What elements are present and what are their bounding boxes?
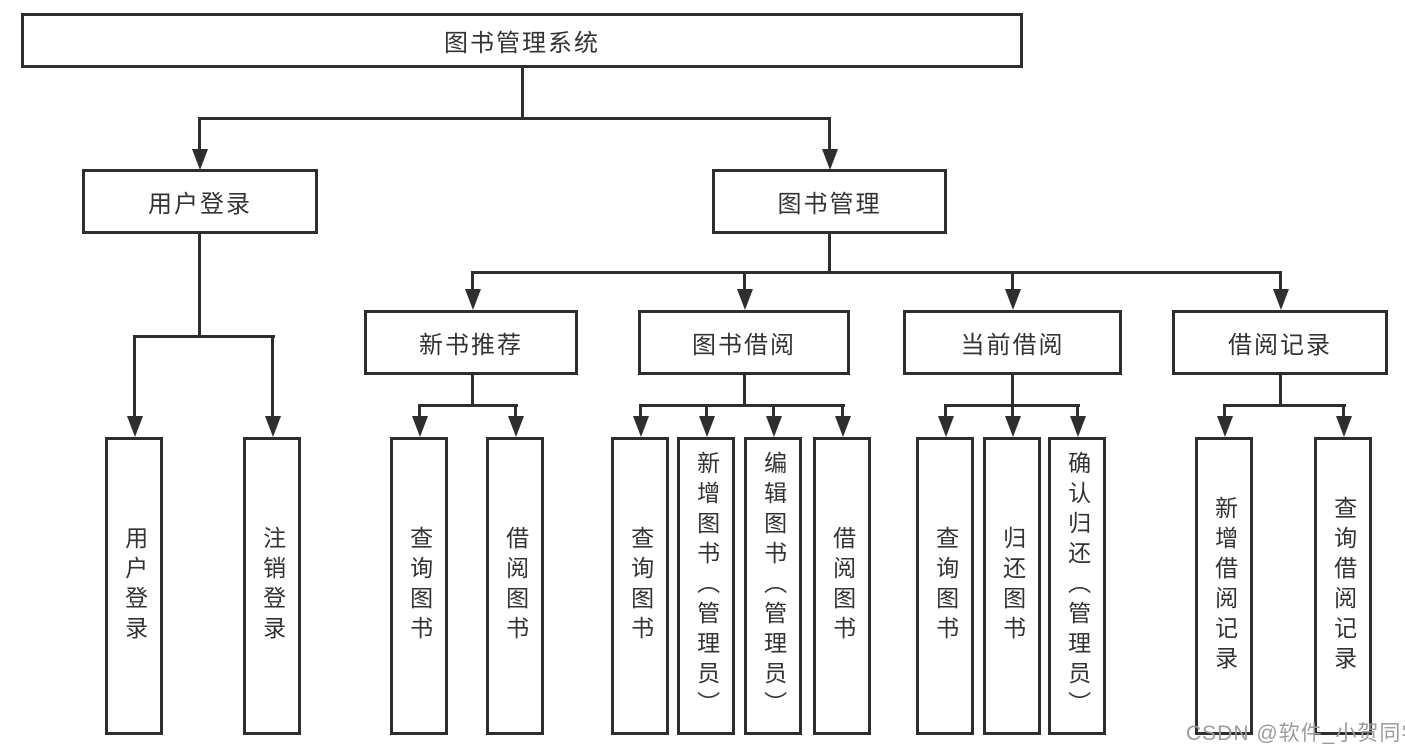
watermark-text: CSDN @软件_小贺同学 bbox=[1186, 722, 1405, 745]
arrow-down-icon bbox=[632, 405, 649, 437]
leaf-query-books-borrowing: 查询图书 bbox=[611, 437, 669, 735]
arrow-down-icon bbox=[1004, 405, 1021, 437]
arrow-down-icon bbox=[464, 272, 481, 310]
node-label: 图书管理系统 bbox=[444, 30, 600, 57]
arrow-down-icon bbox=[1216, 405, 1233, 437]
node-label: 图书借阅 bbox=[692, 332, 796, 359]
node-label: 用户登录 bbox=[148, 191, 252, 218]
node-label: 新书推荐 bbox=[419, 332, 523, 359]
arrow-down-icon bbox=[191, 118, 208, 170]
leaf-query-books-recommend: 查询图书 bbox=[390, 437, 448, 735]
leaf-label: 借阅图书 bbox=[829, 526, 856, 646]
leaf-label: 查询借阅记录 bbox=[1330, 496, 1357, 676]
arrow-down-icon bbox=[821, 118, 838, 170]
leaf-label: 新增借阅记录 bbox=[1211, 496, 1238, 676]
leaf-edit-books-admin: 编辑图书（管理员） bbox=[744, 437, 802, 735]
arrow-down-icon bbox=[937, 405, 954, 437]
leaf-label: 注销登录 bbox=[259, 526, 286, 646]
arrow-down-icon bbox=[1335, 405, 1352, 437]
leaf-label: 借阅图书 bbox=[502, 526, 529, 646]
node-new-book-recommendation: 新书推荐 bbox=[364, 310, 578, 375]
connector-new-book-rail bbox=[418, 404, 518, 407]
arrow-down-icon bbox=[834, 405, 851, 437]
leaf-label: 确认归还（管理员） bbox=[1064, 451, 1091, 721]
arrow-down-icon bbox=[1004, 272, 1021, 310]
leaf-borrow-books-borrowing: 借阅图书 bbox=[813, 437, 871, 735]
leaf-user-login: 用户登录 bbox=[105, 437, 163, 735]
node-label: 当前借阅 bbox=[960, 332, 1065, 359]
arrow-down-icon bbox=[126, 336, 143, 437]
leaf-query-borrow-record: 查询借阅记录 bbox=[1314, 437, 1372, 735]
node-borrowing-records: 借阅记录 bbox=[1172, 310, 1388, 375]
connector-user-login-rail bbox=[133, 335, 275, 338]
connector-new-book-stem bbox=[471, 373, 474, 405]
leaf-add-borrow-record: 新增借阅记录 bbox=[1195, 437, 1253, 735]
connector-book-management-stem bbox=[828, 231, 831, 272]
node-book-borrowing: 图书借阅 bbox=[638, 310, 850, 375]
leaf-confirm-return-admin: 确认归还（管理员） bbox=[1048, 437, 1106, 735]
leaf-label: 查询图书 bbox=[406, 526, 433, 646]
arrow-down-icon bbox=[1069, 405, 1086, 437]
leaf-label: 归还图书 bbox=[999, 526, 1026, 646]
leaf-query-books-current: 查询图书 bbox=[916, 437, 974, 735]
connector-root-stem bbox=[521, 66, 524, 118]
leaf-return-books: 归还图书 bbox=[983, 437, 1041, 735]
node-current-borrowing: 当前借阅 bbox=[903, 310, 1122, 375]
leaf-label: 查询图书 bbox=[932, 526, 959, 646]
leaf-logout: 注销登录 bbox=[243, 437, 301, 735]
leaf-label: 编辑图书（管理员） bbox=[760, 451, 787, 721]
connector-user-login-stem bbox=[198, 231, 201, 336]
leaf-borrow-books-recommend: 借阅图书 bbox=[486, 437, 544, 735]
arrow-down-icon bbox=[736, 272, 753, 310]
leaf-label: 查询图书 bbox=[627, 526, 654, 646]
leaf-label: 用户登录 bbox=[121, 526, 148, 646]
arrow-down-icon bbox=[264, 336, 281, 437]
leaf-add-books-admin: 新增图书（管理员） bbox=[677, 437, 735, 735]
connector-current-borrow-stem bbox=[1011, 373, 1014, 405]
node-book-management: 图书管理 bbox=[712, 169, 947, 234]
node-label: 借阅记录 bbox=[1228, 332, 1332, 359]
connector-level3-rail bbox=[471, 271, 1282, 274]
arrow-down-icon bbox=[411, 405, 428, 437]
arrow-down-icon bbox=[765, 405, 782, 437]
arrow-down-icon bbox=[507, 405, 524, 437]
node-user-login: 用户登录 bbox=[82, 169, 318, 234]
arrow-down-icon bbox=[698, 405, 715, 437]
connector-book-borrow-rail bbox=[639, 404, 845, 407]
node-label: 图书管理 bbox=[777, 191, 882, 218]
connector-level2-rail bbox=[198, 117, 831, 120]
connector-borrow-records-stem bbox=[1279, 373, 1282, 405]
connector-borrow-records-rail bbox=[1223, 404, 1346, 407]
connector-book-borrow-stem bbox=[743, 373, 746, 405]
arrow-down-icon bbox=[1272, 272, 1289, 310]
node-library-management-system: 图书管理系统 bbox=[21, 13, 1023, 68]
leaf-label: 新增图书（管理员） bbox=[693, 451, 720, 721]
